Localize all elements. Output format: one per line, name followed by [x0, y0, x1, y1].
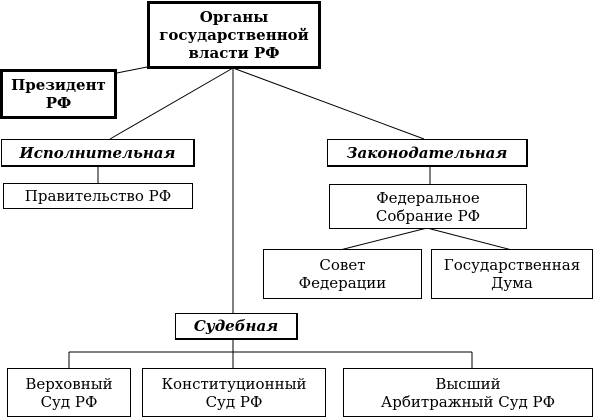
constitutional-court-line-2: Суд РФ — [205, 392, 263, 411]
supreme-court-node: Верховный Суд РФ — [7, 368, 131, 417]
government-node: Правительство РФ — [3, 183, 193, 209]
state-duma-line-1: Государственная — [443, 256, 581, 274]
state-duma-line-2: Дума — [491, 274, 533, 292]
federal-assembly-line-1: Федеральное — [376, 188, 480, 207]
president-node: Президент РФ — [0, 69, 117, 119]
legislative-node: Законодательная — [327, 139, 528, 167]
state-duma-node: Государственная Дума — [431, 249, 593, 299]
link-root-president — [116, 66, 148, 74]
link-root-legislative — [232, 67, 425, 140]
federation-council-line-1: Совет — [319, 256, 366, 274]
president-line-2: РФ — [45, 94, 72, 112]
link-assembly-council — [339, 227, 428, 251]
root-node: Органы государственной власти РФ — [147, 1, 321, 69]
executive-node: Исполнительная — [1, 139, 195, 167]
root-line-3: власти РФ — [188, 44, 280, 62]
link-assembly-duma — [426, 227, 513, 251]
link-root-executive — [109, 67, 234, 140]
constitutional-court-line-1: Конституционный — [161, 374, 307, 393]
arbitration-court-line-2: Арбитражный Суд РФ — [380, 392, 556, 411]
root-line-2: государственной — [159, 26, 309, 44]
government-label: Правительство РФ — [24, 187, 172, 205]
federation-council-node: Совет Федерации — [263, 249, 422, 299]
judicial-node: Судебная — [175, 313, 298, 340]
supreme-court-line-2: Суд РФ — [40, 392, 98, 411]
judicial-label: Судебная — [193, 317, 279, 335]
supreme-court-line-1: Верховный — [25, 374, 113, 393]
federal-assembly-line-2: Собрание РФ — [375, 206, 481, 225]
arbitration-court-node: Высший Арбитражный Суд РФ — [343, 368, 593, 417]
constitutional-court-node: Конституционный Суд РФ — [142, 368, 326, 417]
federation-council-line-2: Федерации — [298, 274, 387, 292]
president-line-1: Президент — [11, 76, 106, 94]
legislative-label: Законодательная — [346, 143, 508, 162]
root-line-1: Органы — [199, 8, 269, 26]
federal-assembly-node: Федеральное Собрание РФ — [329, 184, 527, 229]
executive-label: Исполнительная — [19, 143, 176, 162]
arbitration-court-line-1: Высший — [435, 374, 501, 393]
